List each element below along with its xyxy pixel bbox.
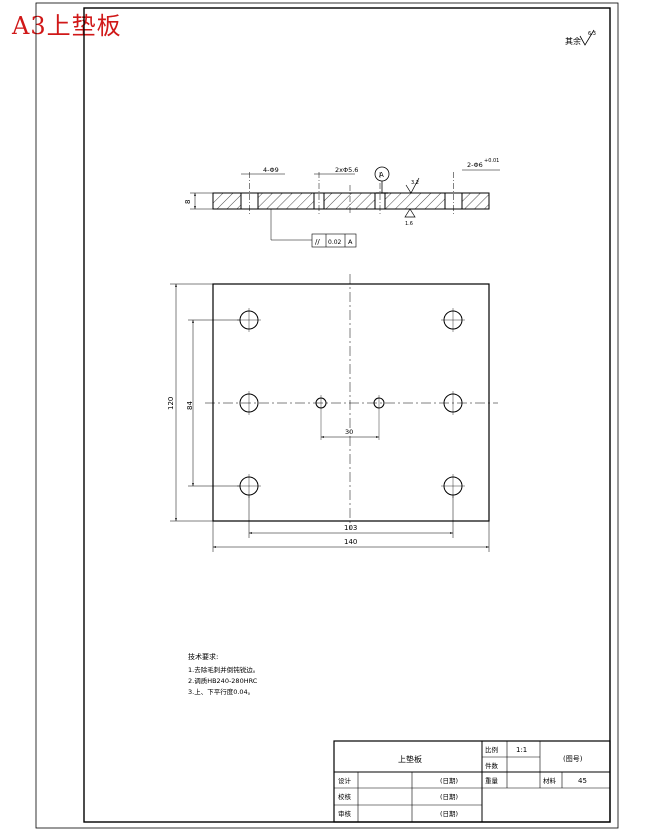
- tolerance-value: 0.02: [328, 239, 342, 246]
- title-designer-label: 设计: [338, 776, 352, 785]
- dim-small-hole-spacing: 30: [345, 428, 353, 436]
- hole-large-ml: [239, 391, 259, 415]
- section-body: [212, 192, 490, 210]
- title-checker-label: 校核: [338, 792, 352, 801]
- roughness-general-value: 6.3: [588, 31, 596, 37]
- outer-border: [35, 2, 619, 829]
- title-material-label: 材料: [543, 776, 557, 785]
- datum-label: A: [379, 171, 384, 179]
- page-title: A3上垫板: [12, 12, 122, 40]
- title-checker-date: (日期): [440, 793, 458, 801]
- callout-right-holes: 2-Φ6: [467, 161, 483, 169]
- hole-small-left: [315, 395, 327, 440]
- callout-left-holes: 4-Φ9: [263, 166, 279, 174]
- roughness-general-label: 其余: [565, 36, 581, 46]
- title-part-name: 上垫板: [398, 754, 422, 764]
- title-reviewer-label: 审核: [338, 809, 352, 818]
- inner-frame: [83, 7, 611, 823]
- roughness-general-icon: [579, 29, 595, 46]
- plan-view: 30 120 84 103 140: [167, 274, 498, 552]
- callout-right-tolerance: +0.01: [484, 158, 499, 164]
- title-scale-value: 1:1: [516, 746, 527, 754]
- title-drawing-no: (图号): [563, 755, 583, 763]
- title-designer-date: (日期): [440, 777, 458, 785]
- dim-inner-width: 103: [344, 524, 357, 532]
- title-reviewer-date: (日期): [440, 810, 458, 818]
- tech-heading: 技术要求:: [188, 652, 218, 661]
- tolerance-frame: [311, 233, 357, 248]
- roughness-bottom-value: 1.6: [405, 221, 413, 227]
- roughness-top-icon: [405, 177, 420, 194]
- section-view: 8 4-Φ9 2xΦ5.6 2-Φ6 +0.01 A 3.2 1.6 // 0.…: [184, 158, 500, 248]
- title-block: 上垫板 比例 1:1 件数 (图号) 设计 (日期) 重量 材料 45 校核 (…: [333, 740, 611, 823]
- roughness-bottom-icon: [404, 208, 416, 218]
- hole-large-tr: [441, 308, 465, 332]
- title-weight-label: 重量: [485, 777, 499, 785]
- dim-inner-height: 84: [186, 401, 194, 410]
- tolerance-leader: [270, 209, 312, 241]
- plate-outline: [212, 283, 490, 522]
- title-material-value: 45: [578, 777, 587, 785]
- hole-large-mr: [443, 391, 463, 415]
- tech-item: 3.上、下平行度0.04。: [188, 687, 254, 696]
- hole-small-right: [373, 395, 385, 440]
- dim-outer-height: 120: [167, 397, 175, 410]
- dim-thickness: 8: [184, 200, 192, 204]
- title-scale-label: 比例: [485, 745, 498, 754]
- tech-requirements: 技术要求: 1.去除毛刺并倒钝锐边。 2.调质HB240-280HRC 3.上、…: [188, 652, 259, 696]
- callout-mid-holes: 2xΦ5.6: [335, 166, 358, 174]
- hole-large-bl: [237, 474, 261, 498]
- roughness-top-value: 3.2: [411, 180, 419, 186]
- tech-item: 2.调质HB240-280HRC: [188, 676, 258, 685]
- hole-large-tl: [237, 308, 261, 332]
- title-qty-label: 件数: [485, 761, 499, 770]
- tolerance-datum: A: [348, 238, 353, 246]
- dim-outer-width: 140: [344, 538, 357, 546]
- tech-item: 1.去除毛刺并倒钝锐边。: [188, 665, 259, 674]
- tolerance-symbol: //: [315, 238, 320, 246]
- hole-large-br: [441, 474, 465, 498]
